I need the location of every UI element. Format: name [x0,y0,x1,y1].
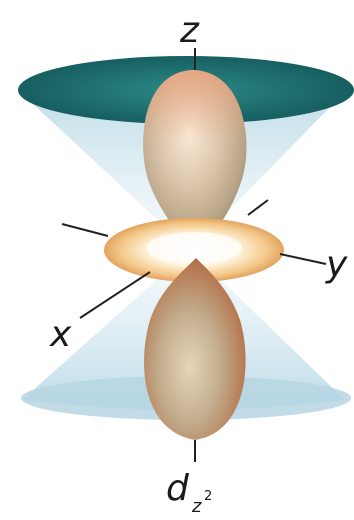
orbital-label-main: d [166,468,190,509]
x-axis-line-back [248,200,268,215]
y-axis-line-back [62,224,108,236]
y-axis-label: y [325,244,348,285]
orbital-label-superscript: 2 [204,489,212,504]
torus-ring-inner [146,232,242,264]
y-axis-line [280,254,326,264]
orbital-label-subscript: z [191,496,202,517]
x-axis-label: x [49,314,72,355]
z-axis-label: z [179,10,200,51]
